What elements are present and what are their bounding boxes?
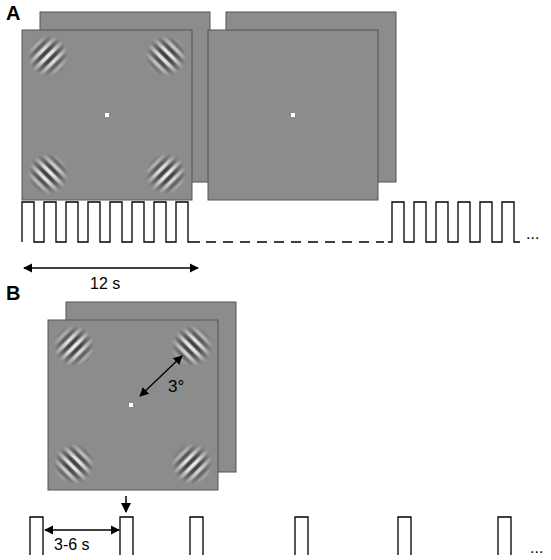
pulse-train xyxy=(388,202,520,242)
pulse-train xyxy=(22,202,200,242)
interval-arrow xyxy=(45,529,119,530)
angle-label: 3° xyxy=(168,378,184,395)
event-pulses xyxy=(30,517,511,555)
duration-arrow xyxy=(24,267,198,268)
continuation-mark: ... xyxy=(530,540,543,556)
stimulus-frame-off xyxy=(208,12,396,200)
panel-label: A xyxy=(6,3,20,23)
stimulus-frame-on xyxy=(22,12,210,200)
continuation-mark: ... xyxy=(526,226,539,242)
panel-label: B xyxy=(6,283,20,303)
rest-period xyxy=(206,241,384,242)
stimulus-frame xyxy=(48,302,236,490)
interval-label: 3-6 s xyxy=(54,537,90,553)
duration-label: 12 s xyxy=(90,276,120,292)
onset-arrow xyxy=(125,496,127,512)
